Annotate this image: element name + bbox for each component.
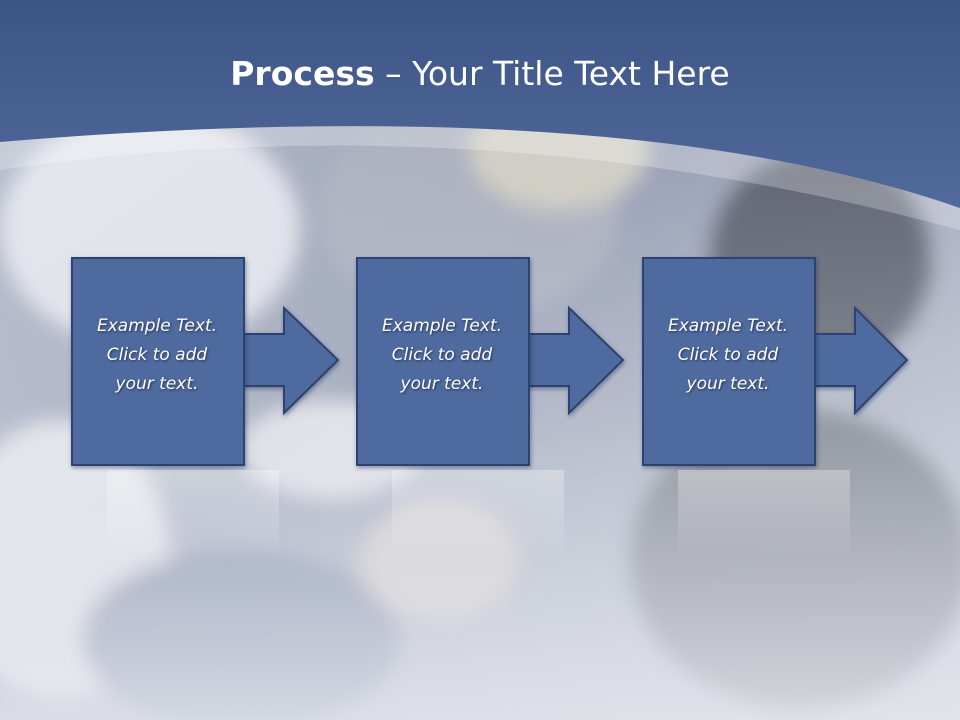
step-line: Example Text. <box>381 316 503 336</box>
step-reflection-2 <box>392 470 564 560</box>
step-text-1[interactable]: Example Text. Click to add your text. <box>72 312 242 399</box>
step-text-3[interactable]: Example Text. Click to add your text. <box>643 312 813 399</box>
step-line: Click to add <box>391 345 493 365</box>
slide-title[interactable]: Process – Your Title Text Here <box>0 52 960 96</box>
step-text-2[interactable]: Example Text. Click to add your text. <box>357 312 527 399</box>
step-box-3 <box>642 257 909 466</box>
process-step-1[interactable]: Example Text. Click to add your text. <box>70 256 410 471</box>
step-reflection-3 <box>678 470 850 560</box>
title-separator: – <box>374 54 413 93</box>
process-step-3[interactable]: Example Text. Click to add your text. <box>641 256 960 471</box>
title-bold: Process <box>230 54 375 93</box>
title-rest: Your Title Text Here <box>412 54 730 93</box>
right-arrow-icon <box>526 305 625 416</box>
step-box-1 <box>71 257 340 466</box>
right-arrow-icon <box>812 305 909 416</box>
right-arrow-icon <box>241 305 340 416</box>
step-reflection-1 <box>107 470 279 560</box>
step-line: your text. <box>115 374 199 394</box>
step-box-2 <box>356 257 625 466</box>
process-step-2[interactable]: Example Text. Click to add your text. <box>355 256 695 471</box>
step-line: your text. <box>686 374 770 394</box>
step-line: your text. <box>400 374 484 394</box>
step-line: Example Text. <box>667 316 789 336</box>
step-line: Click to add <box>677 345 779 365</box>
step-line: Click to add <box>106 345 208 365</box>
step-line: Example Text. <box>96 316 218 336</box>
